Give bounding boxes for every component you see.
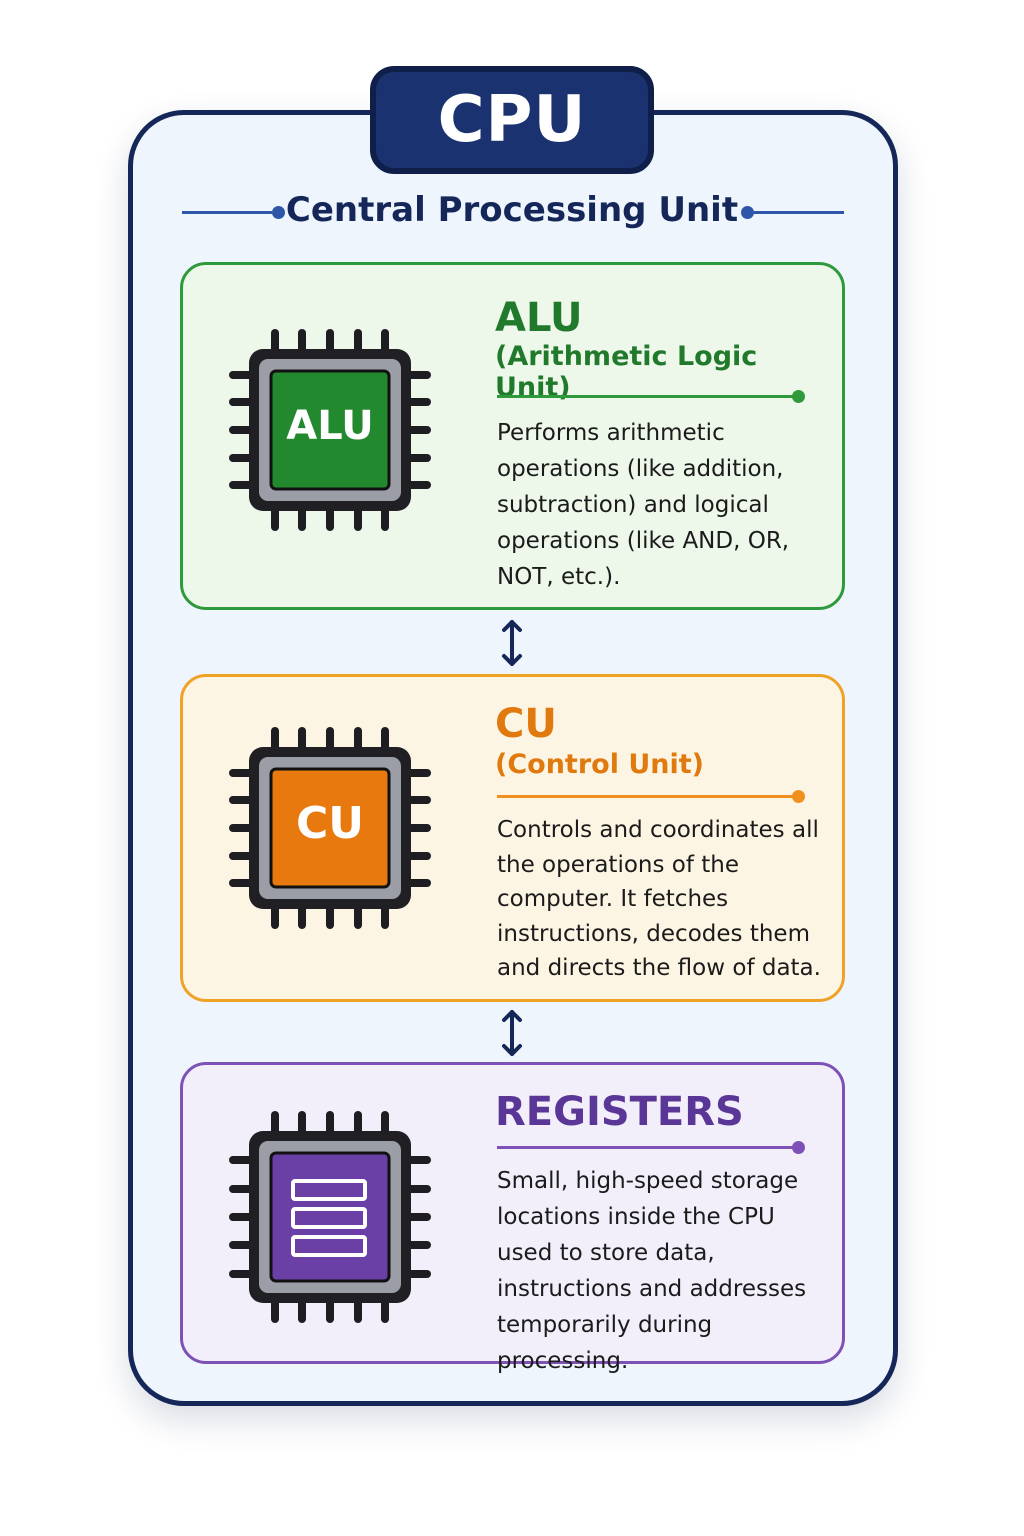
subtitle-right-dot	[741, 206, 754, 219]
registers-title: REGISTERS	[495, 1089, 744, 1135]
alu-divider	[497, 390, 805, 403]
subtitle-right-line	[754, 211, 844, 214]
cu-chip-icon: CU	[223, 721, 437, 935]
alu-chip-label: ALU	[286, 403, 374, 449]
registers-chip-icon	[223, 1105, 437, 1323]
subtitle-row: Central Processing Unit	[178, 186, 846, 238]
cu-divider	[497, 790, 805, 803]
alu-chip-icon: ALU	[223, 323, 437, 537]
subtitle-left-dot	[272, 206, 285, 219]
registers-description: Small, high-speed storage locations insi…	[497, 1168, 807, 1374]
alu-card: ALU ALU (Arithmetic Logic Unit) Performs…	[180, 262, 845, 610]
alu-description: Performs arithmetic operations (like add…	[497, 420, 790, 590]
alu-subtitle: (Arithmetic Logic Unit)	[495, 341, 758, 403]
registers-divider	[497, 1141, 805, 1154]
cu-chip-label: CU	[295, 798, 365, 849]
page-subtitle: Central Processing Unit	[285, 190, 739, 230]
cu-card: CU CU (Control Unit) Controls and coordi…	[180, 674, 845, 1002]
page-title: CPU	[370, 66, 654, 174]
cu-title: CU	[495, 701, 557, 747]
double-arrow-vertical-icon	[502, 620, 522, 666]
subtitle-left-line	[182, 211, 272, 214]
cu-description: Controls and coordinates all the operati…	[497, 817, 821, 981]
cu-subtitle: (Control Unit)	[495, 749, 704, 780]
registers-card: REGISTERS Small, high-speed storage loca…	[180, 1062, 845, 1374]
double-arrow-vertical-icon	[502, 1010, 522, 1056]
alu-title: ALU	[495, 295, 583, 341]
